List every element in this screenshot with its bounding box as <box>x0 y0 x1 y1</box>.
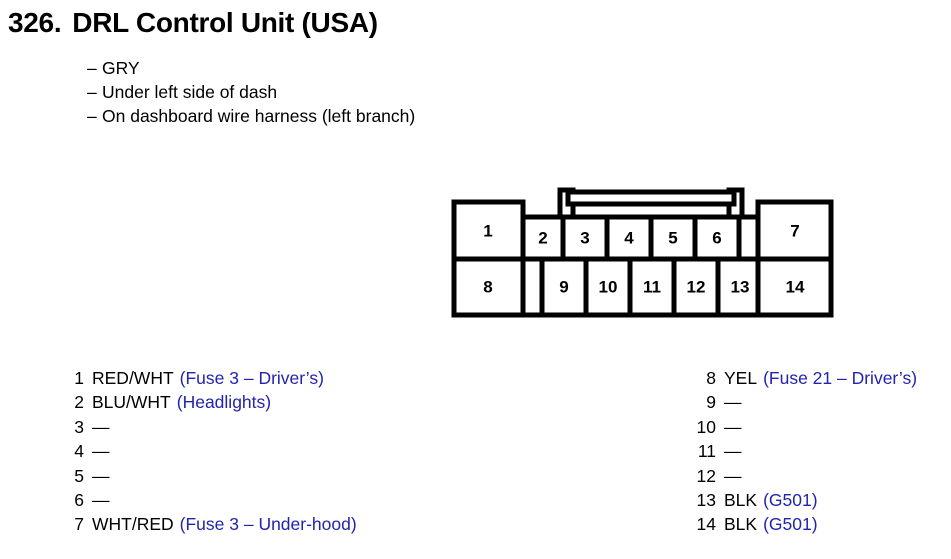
pin-list-left: 1 RED/WHT (Fuse 3 – Driver’s) 2 BLU/WHT … <box>62 366 357 537</box>
page-title-text: DRL Control Unit (USA) <box>72 7 378 38</box>
pin-cell-8 <box>451 256 526 318</box>
note-item: – On dashboard wire harness (left branch… <box>87 104 415 128</box>
pin-row: 10 — <box>694 415 917 439</box>
note-dash-icon: – <box>87 58 97 78</box>
pin-description: (G501) <box>763 514 818 535</box>
pin-number: 4 <box>74 441 84 462</box>
pin-number: 2 <box>74 392 84 413</box>
pin-wire-color: — <box>724 441 742 462</box>
pin-wire-color: — <box>92 441 110 462</box>
pin-description: (Fuse 21 – Driver’s) <box>763 368 918 388</box>
pin-wire-color: YEL <box>724 368 758 388</box>
pin-row: 3 — <box>62 415 357 439</box>
pin-wire-color: — <box>92 465 110 486</box>
pin-wire-color: BLK <box>724 490 758 511</box>
note-text: Under left side of dash <box>102 82 278 102</box>
pin-cell-7 <box>755 199 834 262</box>
note-text: GRY <box>102 58 140 78</box>
pin-wire-color: BLU/WHT <box>92 392 171 413</box>
pin-wire-color: — <box>92 416 110 437</box>
pin-description: (Fuse 3 – Under-hood) <box>179 514 357 535</box>
pin-row: 1 RED/WHT (Fuse 3 – Driver’s) <box>62 366 357 390</box>
pin-number: 14 <box>696 514 716 535</box>
pin-number: 3 <box>74 416 84 437</box>
pin-label-12: 12 <box>687 277 706 296</box>
pin-label-1: 1 <box>483 221 492 240</box>
pin-wire-color: — <box>724 465 742 486</box>
pin-number: 11 <box>697 441 716 462</box>
note-text: On dashboard wire harness (left branch) <box>102 106 416 126</box>
pin-label-10: 10 <box>599 277 618 296</box>
pin-wire-color: — <box>724 416 742 437</box>
divider-cell-bottom-left <box>520 256 545 318</box>
pin-label-6: 6 <box>712 228 721 247</box>
pin-number: 5 <box>74 465 84 486</box>
note-item: – GRY <box>87 56 415 80</box>
pin-wire-color: WHT/RED <box>92 514 174 535</box>
pin-number: 9 <box>706 392 716 413</box>
pin-row: 14 BLK (G501) <box>694 512 917 536</box>
pin-wire-color: — <box>92 490 110 511</box>
pin-label-4: 4 <box>624 228 634 247</box>
pin-number: 7 <box>74 514 84 535</box>
connector-top-bar <box>565 189 737 207</box>
pin-row: 8 YEL (Fuse 21 – Driver’s) <box>694 366 917 390</box>
note-dash-icon: – <box>87 106 97 126</box>
pin-label-8: 8 <box>483 277 492 296</box>
pin-wire-color: BLK <box>724 514 758 535</box>
note-item: – Under left side of dash <box>87 80 415 104</box>
pin-description: (Headlights) <box>176 392 272 413</box>
pin-number: 12 <box>696 465 716 486</box>
pin-label-7: 7 <box>790 221 799 240</box>
pin-row: 4 — <box>62 439 357 463</box>
pin-number: 10 <box>696 416 716 437</box>
pin-label-2: 2 <box>538 228 547 247</box>
pin-row: 2 BLU/WHT (Headlights) <box>62 390 357 414</box>
pin-row: 5 — <box>62 464 357 488</box>
pin-label-13: 13 <box>731 277 750 296</box>
notes-list: – GRY – Under left side of dash – On das… <box>87 56 415 128</box>
page-title-number: 326. <box>8 7 62 38</box>
pin-row: 9 — <box>694 390 917 414</box>
page-title: 326. DRL Control Unit (USA) <box>8 7 378 39</box>
pin-description: (Fuse 3 – Driver’s) <box>179 368 324 388</box>
pin-row: 11 — <box>694 439 917 463</box>
pin-row: 12 — <box>694 464 917 488</box>
pin-number: 13 <box>696 490 716 511</box>
pin-label-9: 9 <box>559 277 568 296</box>
pin-cell-11 <box>627 256 677 318</box>
divider-cell-top-right <box>736 214 761 262</box>
pin-row: 13 BLK (G501) <box>694 488 917 512</box>
pin-row: 6 — <box>62 488 357 512</box>
pin-label-14: 14 <box>786 277 805 296</box>
pin-row: 7 WHT/RED (Fuse 3 – Under-hood) <box>62 512 357 536</box>
pin-label-11: 11 <box>643 277 661 296</box>
pin-number: 6 <box>74 490 84 511</box>
pin-number: 8 <box>706 368 716 388</box>
pin-label-5: 5 <box>668 228 677 247</box>
pin-label-3: 3 <box>580 228 589 247</box>
pin-description: (G501) <box>763 490 818 511</box>
note-dash-icon: – <box>87 82 97 102</box>
pin-cell-14 <box>755 256 834 318</box>
pin-number: 1 <box>74 368 84 388</box>
pin-wire-color: RED/WHT <box>92 368 174 388</box>
pin-wire-color: — <box>724 392 742 413</box>
pin-list-right: 8 YEL (Fuse 21 – Driver’s) 9 — 10 — 11 —… <box>694 366 918 537</box>
connector-diagram: 1 8 2 3 4 5 6 9 10 11 12 13 7 14 <box>450 186 835 321</box>
